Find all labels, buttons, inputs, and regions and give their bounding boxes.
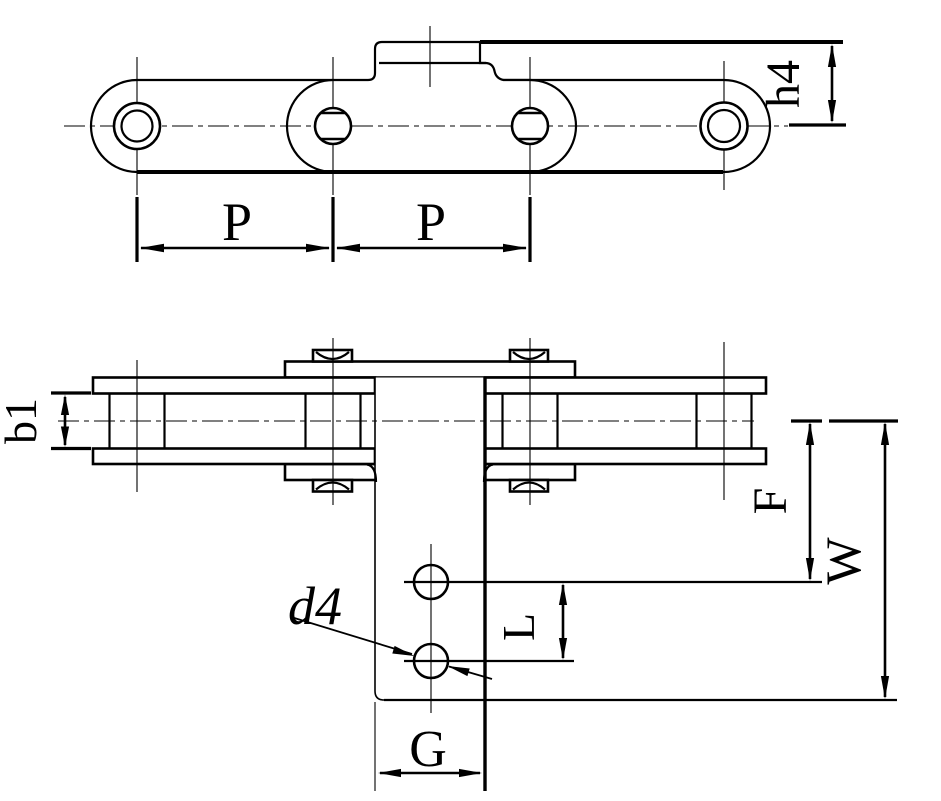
f-dimension: F [744,422,815,581]
arrowhead-down [60,426,70,447]
attachment-hole-upper [412,563,450,601]
arrowhead-left [336,243,360,253]
b1-label: b1 [0,398,46,444]
leader-line-upper [290,616,413,655]
arrowhead-up [558,583,568,605]
arrowhead-down [558,638,568,660]
arrowhead-right [306,243,330,253]
arrowhead-up [827,44,837,67]
roller2-circle [313,106,353,146]
pitch-label-right: P [416,192,446,252]
pin-head-dome [512,481,546,491]
arrowhead-left [140,243,164,253]
attachment-hole-lower [412,642,450,680]
l-dimension: L [493,583,568,660]
attachment-link-middle [285,40,578,174]
l-label: L [493,613,544,641]
plan-view: b1 F W L [0,338,898,791]
arrowhead-right [503,243,527,253]
lug-face [375,377,485,700]
bend-fillet-right [482,463,494,483]
arrowhead-left [378,768,401,778]
arrowhead-right [459,768,482,778]
pin-head-dome [512,351,546,361]
w-label: W [815,537,871,585]
lug-corner-radius [374,690,385,701]
g-label: G [409,721,447,778]
pin-head-top [508,348,550,363]
roller-3 [510,106,550,146]
arrowhead-down [827,100,837,123]
arrowhead-down [880,676,890,699]
g-dimension: G [378,721,482,778]
pin4-inner-circle [706,108,742,144]
pin1-inner-circle [120,109,154,143]
arrowhead-up [805,422,815,445]
bend-fillet-left [366,463,378,483]
h4-dimension: h4 [757,44,846,127]
pitch-dimension-right: P [336,192,527,253]
pin-head-bottom [508,478,550,493]
arrowhead-down [805,558,815,581]
arrowhead-to-hole [392,645,415,656]
arrowhead-up [880,422,890,445]
b1-dimension: b1 [0,391,91,451]
arrowhead-up [60,394,70,415]
w-dimension: W [815,422,890,699]
d4-callout: d4 [288,576,493,680]
pitch-dimension-left: P [135,192,532,262]
pin-1 [112,101,162,151]
attachment-lug [366,377,897,791]
h4-label: h4 [757,60,810,108]
f-label: F [744,488,797,515]
side-view: P P h4 [64,26,846,262]
roller3-circle [510,106,550,146]
pin-4 [699,101,749,151]
roller-2 [313,106,353,146]
attachment-strip-top [283,360,577,379]
d4-label: d4 [288,576,342,636]
arrowhead-to-hole [447,666,470,677]
pitch-label-left: P [222,192,252,252]
